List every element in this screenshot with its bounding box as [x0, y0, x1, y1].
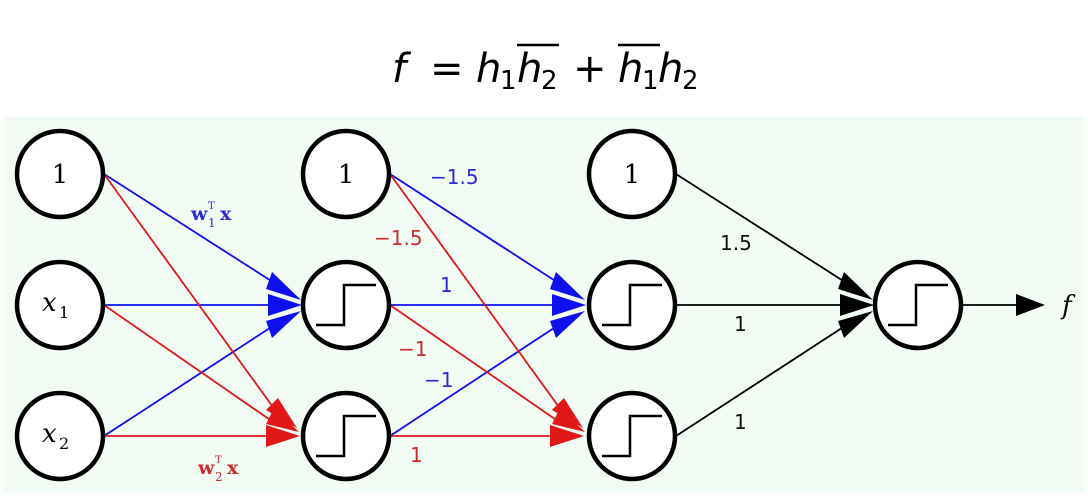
arrowhead-h2-and1 — [550, 311, 585, 338]
formula-h1-negated: h — [618, 46, 643, 92]
edges-to-h1 — [103, 173, 277, 437]
w1-x: x — [220, 203, 232, 225]
formula-h2-negated-sub: 2 — [541, 66, 558, 96]
formula-plus: + — [573, 46, 607, 92]
step-icon-or — [888, 283, 948, 327]
w1-sub: 1 — [208, 216, 216, 230]
node-x2 — [14, 390, 106, 482]
weight-bias-and2: −1.5 — [374, 226, 423, 250]
output-label: f — [1060, 291, 1076, 321]
arrowheads-to-and2 — [550, 398, 585, 447]
w2-sub: 2 — [215, 470, 223, 484]
weight-bias-or: 1.5 — [720, 231, 752, 255]
arrowhead-h1-and2 — [552, 408, 585, 432]
weight-h1-and2: −1 — [398, 337, 427, 361]
edge-bias-h1 — [103, 173, 277, 285]
node-output-bias-label: 1 — [624, 160, 641, 190]
arrowhead-x1-h2 — [266, 408, 299, 432]
arrowheads-to-and1 — [550, 272, 586, 338]
formula-h1-sub: 1 — [500, 66, 517, 96]
weight-and1-or: 1 — [734, 312, 747, 336]
arrowhead-and2-or — [838, 311, 873, 338]
w1-sup: T — [208, 201, 215, 212]
edge-and2-or — [675, 323, 849, 437]
edge-x1-h2 — [103, 304, 277, 425]
node-output-bias — [586, 128, 678, 220]
node-and2 — [586, 390, 678, 482]
edge-hbias-and2 — [389, 173, 565, 415]
arrowhead-h1-and1 — [552, 294, 586, 316]
weight-and2-or: 1 — [734, 410, 747, 434]
step-icon-h1 — [316, 283, 376, 327]
edges-to-or — [675, 173, 1020, 437]
edge-hbias-and1 — [389, 173, 561, 285]
formula-h2: h — [658, 46, 683, 92]
w1-label: w — [190, 203, 208, 225]
network-panel: 1 1 1 x 1 x 2 f w 1 T x w 2 T x −1.5 −1.… — [3, 117, 1085, 493]
edges-to-and1 — [389, 173, 561, 437]
arrowhead-x1-h1 — [268, 294, 302, 316]
step-icon-and2 — [602, 414, 662, 458]
arrowhead-obias-or — [838, 272, 873, 300]
arrowhead-x2-h1 — [266, 311, 301, 338]
edge-bias-h2 — [103, 173, 279, 415]
nodes — [14, 128, 964, 482]
formula-h1: h — [476, 46, 501, 92]
node-input-bias — [14, 128, 106, 220]
node-x1-label: x — [42, 288, 57, 318]
edge-obias-or — [675, 173, 849, 285]
node-h2 — [300, 390, 392, 482]
node-x2-sub: 2 — [59, 434, 69, 453]
arrowhead-output — [1016, 294, 1045, 316]
arrowhead-hbias-and1 — [550, 272, 585, 300]
weight-h1-and1: 1 — [440, 273, 453, 297]
node-or — [872, 259, 964, 351]
node-hidden-bias — [300, 128, 392, 220]
node-x2-label: x — [42, 419, 57, 449]
step-icon-h2 — [316, 414, 376, 458]
node-hidden-bias-label: 1 — [338, 160, 355, 190]
edge-x2-h1 — [103, 323, 277, 437]
weight-bias-and1: −1.5 — [430, 165, 479, 189]
network-diagram: 1 1 1 x 1 x 2 f w 1 T x w 2 T x −1.5 −1.… — [14, 128, 1076, 484]
arrowhead-and1-or — [840, 294, 874, 316]
node-x1 — [14, 259, 106, 351]
arrowheads-to-h1 — [266, 272, 302, 338]
edge-h2-and1 — [389, 323, 561, 437]
weight-h2-and1: −1 — [424, 368, 453, 392]
formula-h2-negated: h — [517, 46, 542, 92]
w2-label: w — [197, 457, 215, 479]
formula-h2-sub: 2 — [682, 66, 699, 96]
edges-to-and2 — [389, 173, 565, 437]
node-x1-sub: 1 — [59, 303, 69, 322]
formula: f = h 1 h 2 + h 1 h 2 — [392, 43, 699, 96]
arrowhead-x2-h2 — [266, 425, 300, 447]
arrowhead-bias-h1 — [266, 272, 301, 300]
arrowhead-bias-h2 — [266, 398, 297, 428]
w2-sup: T — [215, 455, 222, 466]
formula-equals: = — [430, 46, 464, 92]
edge-h1-and2 — [389, 304, 563, 425]
edges-to-h2 — [103, 173, 279, 437]
node-h1 — [300, 259, 392, 351]
arrowheads-to-or — [838, 272, 1045, 338]
formula-h1-negated-sub: 1 — [642, 66, 659, 96]
node-and1 — [586, 259, 678, 351]
weight-h2-and2: 1 — [410, 443, 423, 467]
w2-x: x — [227, 457, 239, 479]
step-icon-and1 — [602, 283, 662, 327]
arrowhead-hbias-and2 — [552, 398, 583, 428]
formula-f: f — [392, 46, 412, 92]
node-input-bias-label: 1 — [52, 160, 69, 190]
arrowheads-to-h2 — [266, 398, 300, 447]
arrowhead-h2-and2 — [550, 425, 584, 447]
step-glyphs — [316, 283, 948, 458]
